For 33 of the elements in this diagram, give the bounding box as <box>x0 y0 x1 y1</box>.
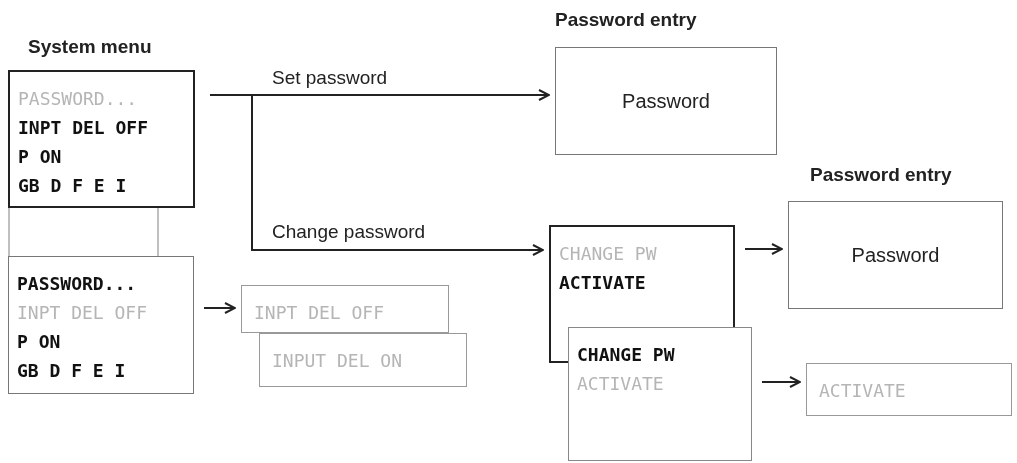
display-line: ACTIVATE <box>577 372 665 396</box>
display-line: P ON <box>18 145 63 169</box>
display-line: GB D F E I <box>18 174 128 198</box>
entry-label: Password <box>622 89 710 114</box>
arrow <box>209 94 544 256</box>
arrow <box>744 243 783 255</box>
heading: Password entry <box>555 8 697 32</box>
display-line: ACTIVATE <box>559 271 647 295</box>
display-line: INPT DEL OFF <box>18 116 150 140</box>
entry-box <box>555 47 777 155</box>
display-line: INPT DEL OFF <box>17 301 149 325</box>
display-line: ACTIVATE <box>819 379 907 403</box>
display-line: CHANGE PW <box>577 343 676 367</box>
display-line: CHANGE PW <box>559 242 658 266</box>
display-line: INPT DEL OFF <box>254 301 386 325</box>
display-menu <box>568 327 752 461</box>
display-line: GB D F E I <box>17 359 127 383</box>
display-line: P ON <box>17 330 62 354</box>
display-line: PASSWORD... <box>17 272 138 296</box>
display-screen <box>259 333 467 387</box>
arrow <box>761 376 801 388</box>
entry-label: Password <box>851 243 940 268</box>
display-screen <box>806 363 1012 416</box>
connector-line <box>8 207 159 257</box>
display-screen <box>8 256 194 394</box>
heading: Password entry <box>810 163 952 187</box>
display-line: INPUT DEL ON <box>272 349 404 373</box>
display-screen <box>8 70 195 208</box>
display-screen <box>241 285 449 333</box>
arrow <box>203 302 236 314</box>
display-line: PASSWORD... <box>18 87 139 111</box>
heading: System menu <box>28 35 152 59</box>
entry-box <box>788 201 1003 309</box>
